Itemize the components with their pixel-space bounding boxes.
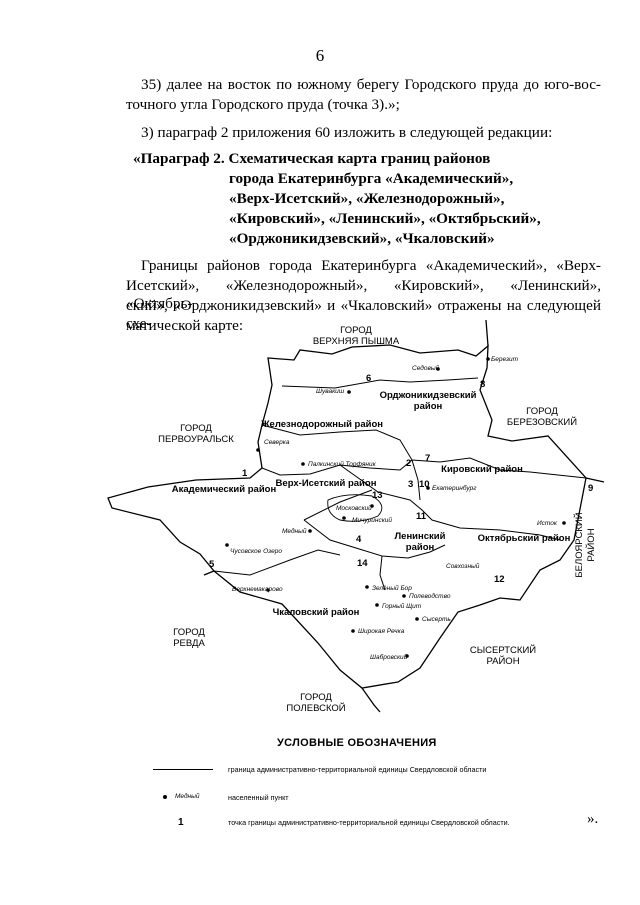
settlement-polevodstvo: Полеводство	[409, 592, 451, 600]
point-1: 1	[242, 468, 248, 479]
district-akademichesky: Академический район	[172, 484, 277, 495]
settlement-mednyi: Медный	[282, 527, 307, 535]
point-6: 6	[366, 373, 371, 384]
settlement-sedovy: Седовый	[412, 364, 440, 372]
point-2: 2	[406, 458, 411, 469]
closing-quote: ».	[587, 811, 599, 827]
page-number: 6	[315, 46, 325, 65]
district-ordzhonikidzevsky-2: район	[414, 401, 443, 412]
label-berezovsky-2: БЕРЕЗОВСКИЙ	[507, 416, 577, 428]
point-9: 9	[588, 483, 593, 494]
settlement-michurinsky: Мичуринский	[352, 516, 392, 524]
heading-line-4: «Кировский», «Ленинский», «Октябрьский»,	[229, 210, 541, 227]
district-borders	[213, 377, 587, 591]
settlement-sovkhozny: Совхозный	[446, 562, 480, 570]
item-3: 3) параграф 2 приложения 60 изложить в с…	[141, 124, 553, 141]
city-boundary	[107, 319, 605, 713]
label-verkhnyaya-pyshma-1: ГОРОД	[340, 325, 372, 336]
body-line-4: матической карте:	[126, 317, 244, 334]
settlement-shirokaya-rechka: Широкая Речка	[358, 628, 405, 635]
item-35-line-1: 35) далее на восток по южному берегу Гор…	[141, 76, 601, 93]
legend-settlement-dot	[163, 795, 167, 799]
body-line-2: Исетский», «Железнодорожный», «Кировский…	[126, 277, 601, 312]
settlement-shabrovsky: Шабровский	[370, 653, 408, 661]
label-revda-1: ГОРОД	[173, 627, 205, 638]
label-polevskoy-1: ГОРОД	[300, 692, 332, 703]
point-10: 10	[419, 479, 430, 490]
point-11: 11	[416, 511, 427, 522]
district-oktyabrsky: Октябрьский район	[478, 533, 571, 544]
point-13: 13	[372, 490, 383, 501]
district-zheleznodorozhny: Железнодорожный район	[260, 419, 383, 430]
settlement-moskovsky: Московский	[336, 504, 372, 512]
district-leninsky-2: район	[406, 542, 435, 553]
settlement-ekaterinburg: Екатеринбург	[432, 484, 477, 492]
label-sysert-1: СЫСЕРТСКИЙ	[470, 644, 536, 656]
point-3: 3	[408, 479, 413, 490]
settlement-zeleny-bor: Зелёный Бор	[372, 584, 412, 592]
point-14: 14	[357, 558, 368, 569]
settlement-gorny-shchit: Горный Щит	[382, 602, 422, 610]
legend-point-text: точка границы административно-территориа…	[228, 818, 510, 827]
label-verkhnyaya-pyshma-2: ВЕРХНЯЯ ПЫШМА	[313, 336, 400, 347]
boundary-points: 1 2 3 4 5 6 7 8 9 10 11 12 13 14	[209, 373, 593, 585]
label-sysert-2: РАЙОН	[486, 655, 519, 667]
settlement-sysert: Сысерть	[422, 616, 451, 623]
district-chkalovsky: Чкаловский район	[273, 607, 360, 618]
settlement-verkhnemakarovo: Верхнемакарово	[232, 586, 283, 593]
legend-title: УСЛОВНЫЕ ОБОЗНАЧЕНИЯ	[277, 737, 437, 749]
district-map: ГОРОД ВЕРХНЯЯ ПЫШМА ГОРОД ПЕРВОУРАЛЬСК Г…	[107, 319, 605, 714]
label-pervouralsk-1: ГОРОД	[180, 423, 212, 434]
settlement-severka: Северка	[264, 439, 290, 446]
legend-settlement-text: населенный пункт	[228, 793, 289, 802]
item-35-line-2: точного угла Городского пруда (точка 3).…	[126, 96, 400, 113]
city-pond	[327, 494, 383, 522]
label-beloyarsky-2: РАЙОН	[585, 528, 597, 561]
heading-line-3: «Верх-Исетский», «Железнодорожный»,	[229, 190, 505, 207]
district-kirovsky: Кировский район	[441, 464, 523, 475]
body-line-1: Границы районов города Екатеринбурга «Ак…	[141, 257, 601, 274]
label-revda-2: РЕВДА	[173, 638, 205, 649]
legend-boundary-text: граница административно-территориальной …	[228, 765, 487, 774]
point-12: 12	[494, 574, 505, 585]
point-7: 7	[425, 453, 430, 464]
settlement-palkinsky: Палкинский Торфяник	[308, 460, 377, 468]
district-ordzhonikidzevsky-1: Орджоникидзевский	[380, 390, 477, 401]
label-polevskoy-2: ПОЛЕВСКОЙ	[286, 702, 345, 714]
district-verkh-isetsky: Верх-Исетский район	[276, 478, 377, 489]
point-8: 8	[480, 379, 485, 390]
settlement-shuvakish: Шувакиш	[316, 388, 345, 395]
settlement-chusovskoe: Чусовское Озеро	[230, 548, 282, 555]
legend-settlement-sample: Медный	[175, 793, 200, 800]
heading-line-1: «Параграф 2. Схематическая карта границ …	[133, 150, 491, 167]
heading-line-2: города Екатеринбурга «Академический»,	[229, 170, 514, 187]
label-berezovsky-1: ГОРОД	[526, 406, 558, 417]
label-pervouralsk-2: ПЕРВОУРАЛЬСК	[158, 434, 234, 445]
body-line-3: ский», «Орджоникидзевский» и «Чкаловский…	[126, 297, 601, 332]
legend-point-sample: 1	[178, 817, 184, 828]
district-leninsky-1: Ленинский	[395, 531, 446, 542]
legend-boundary-line	[153, 769, 213, 770]
point-5: 5	[209, 559, 215, 570]
point-4: 4	[356, 534, 362, 545]
settlement-berezit: Березит	[491, 356, 519, 363]
label-beloyarsky-1: БЕЛОЯРСКИЙ	[573, 512, 585, 577]
settlement-istok: Исток	[537, 520, 558, 527]
heading-line-5: «Орджоникидзевский», «Чкаловский»	[229, 230, 495, 247]
